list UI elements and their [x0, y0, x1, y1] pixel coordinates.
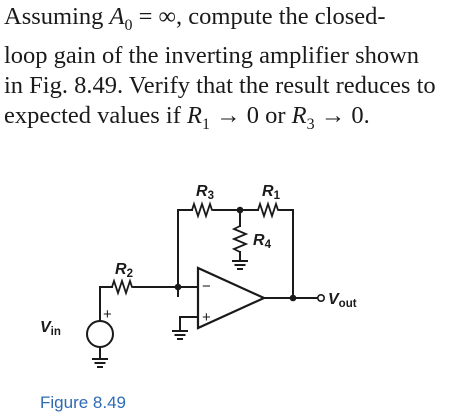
variable-r1: R — [186, 101, 202, 129]
junction-node-output — [289, 294, 297, 302]
label-vin: Vin — [40, 319, 61, 338]
opamp-plus-sign: + — [202, 309, 211, 326]
label-r1: R1 — [262, 183, 281, 202]
label-r2: R2 — [115, 261, 133, 280]
resistor-r4 — [231, 225, 249, 253]
resistor-r3 — [191, 201, 214, 219]
output-terminal — [316, 293, 325, 302]
problem-line-1: Assuming A0 = ∞, compute the closed- — [4, 2, 470, 41]
text-run: Assuming — [4, 3, 110, 30]
wire-right-feedback — [279, 209, 294, 299]
figure-caption: Figure 8.49 — [40, 393, 126, 412]
label-vout: Vout — [328, 291, 357, 310]
problem-line-2: loop gain of the inverting amplifier sho… — [4, 41, 420, 69]
opamp-minus-sign: − — [202, 278, 211, 295]
label-r4: R4 — [253, 232, 272, 251]
text-run: expected values if — [4, 101, 187, 129]
text-run: → 0. — [314, 101, 370, 129]
source-plus-sign: + — [103, 306, 112, 323]
text-run: = ∞, compute the closed- — [132, 3, 386, 30]
ground-icon — [172, 330, 188, 340]
label-r3: R3 — [196, 183, 214, 202]
subscript: 0 — [124, 16, 133, 34]
variable-r3: R — [291, 101, 307, 129]
subscript: 1 — [201, 115, 210, 133]
voltage-source — [86, 320, 114, 348]
junction-node-inverting — [174, 283, 182, 291]
resistor-r2 — [111, 278, 134, 296]
problem-line-3: in Fig. 8.49. Verify that the result red… — [4, 71, 436, 99]
problem-statement: Assuming A0 = ∞, compute the closed- loo… — [4, 2, 470, 140]
resistor-r1 — [257, 201, 280, 219]
wire-left-feedback — [177, 209, 193, 297]
text-run: → 0 or — [209, 101, 292, 129]
ground-icon — [92, 358, 108, 368]
wire-noninverting-ground — [179, 316, 199, 331]
ground-icon — [232, 260, 248, 270]
problem-line-4: expected values if R1 → 0 or R3 → 0. — [4, 101, 470, 140]
subscript: 3 — [306, 115, 315, 133]
opamp-triangle — [196, 266, 267, 330]
variable-a: A — [109, 3, 125, 30]
